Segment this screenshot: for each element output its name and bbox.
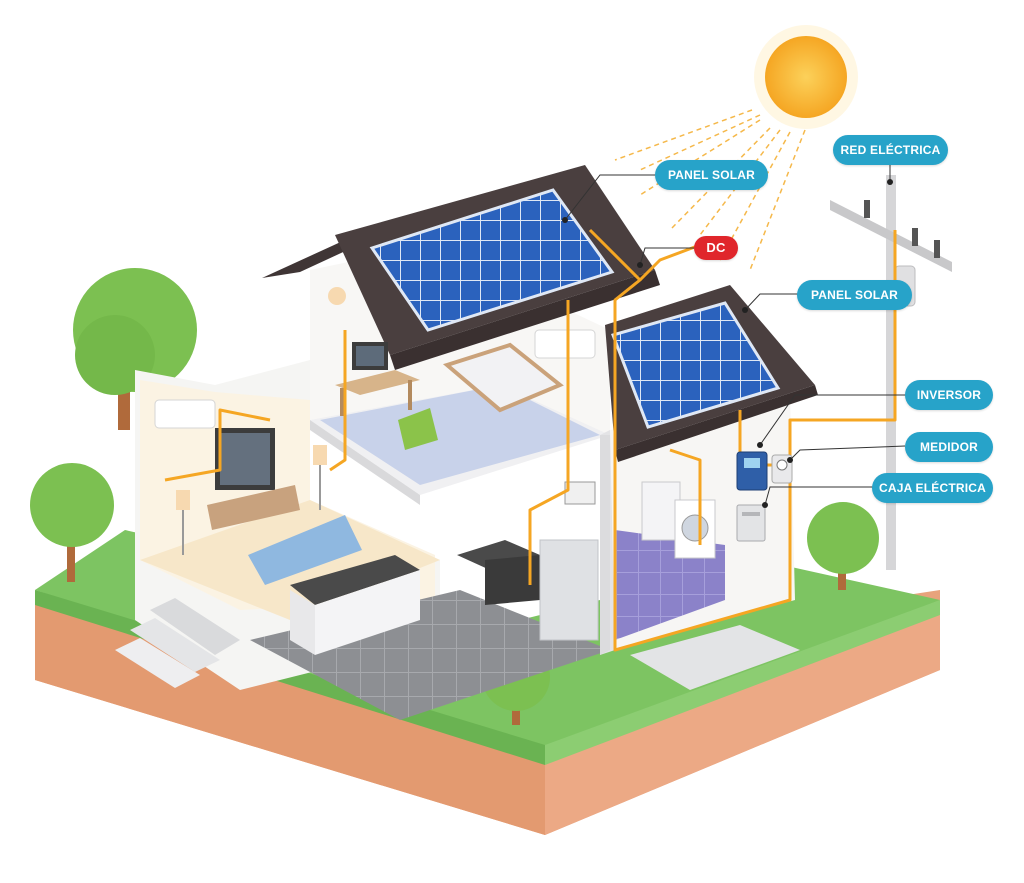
label-dc: DC <box>694 236 738 260</box>
kitchen <box>290 481 599 655</box>
leader-dots <box>562 179 893 508</box>
label-panel-solar-top: PANEL SOLAR <box>655 160 768 190</box>
inverter-icon <box>736 451 768 491</box>
living-room-furniture <box>154 399 362 585</box>
breaker-box-icon <box>736 504 766 542</box>
label-medidor: MEDIDOR <box>905 432 993 462</box>
bedroom-furniture <box>328 287 596 450</box>
meter-icon <box>771 454 793 484</box>
label-panel-solar-right: PANEL SOLAR <box>797 280 912 310</box>
tree-icon <box>30 463 114 582</box>
label-leaders <box>564 163 910 506</box>
stairs <box>115 598 240 688</box>
wiring <box>164 228 897 652</box>
walkway <box>630 625 800 690</box>
solar-panel-icon <box>369 188 615 332</box>
tree-icon <box>807 502 879 590</box>
label-caja-electrica: CAJA ELÉCTRICA <box>872 473 993 503</box>
label-inversor: INVERSOR <box>905 380 993 410</box>
label-red-electrica: RED ELÉCTRICA <box>833 135 948 165</box>
solar-panel-icon <box>611 301 781 429</box>
sun-icon <box>754 25 858 129</box>
